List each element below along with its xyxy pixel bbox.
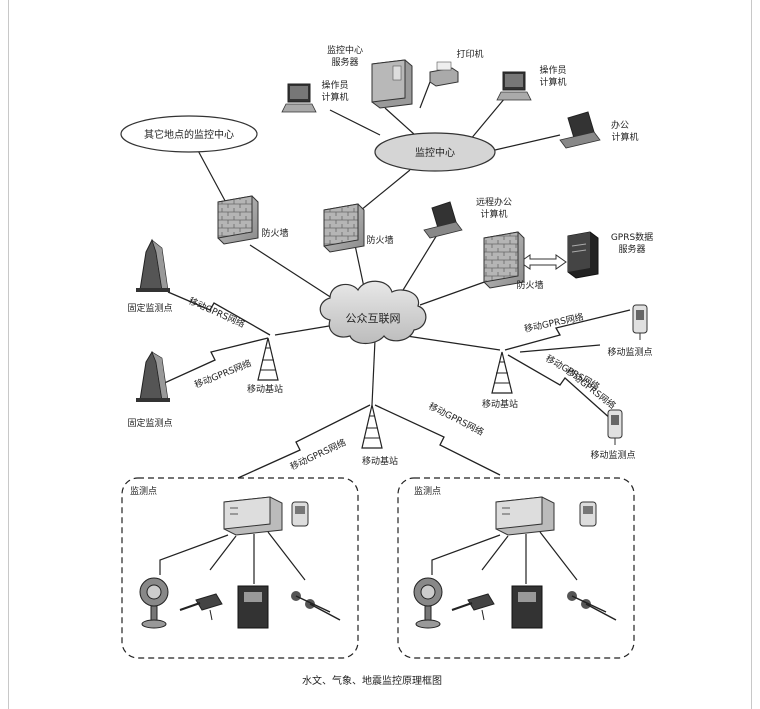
mobile-device-icon: [607, 409, 623, 445]
remote-office-label-1: 远程办公: [476, 196, 512, 208]
gprs-server-label-1: GPRS数据: [611, 231, 653, 243]
other-monitor-center: 其它地点的监控中心: [120, 115, 258, 153]
sensor-icon: [179, 593, 223, 621]
tower-icon: [361, 404, 383, 449]
other-center-label: 其它地点的监控中心: [144, 128, 234, 141]
tower-icon: [257, 337, 279, 381]
station-box-left: [121, 477, 359, 659]
operator-pc-left-label-2: 计算机: [321, 91, 348, 103]
building-icon: [136, 350, 170, 402]
laptop-icon: [423, 201, 463, 239]
diagram-caption: 水文、气象、地震监控原理框图: [302, 674, 442, 687]
cloud-icon: [319, 280, 427, 345]
gprs-link-label-1: 移动GPRS网络: [187, 295, 247, 331]
server-label-1: 监控中心: [327, 44, 363, 56]
double-arrow-icon: [519, 254, 567, 270]
firewall-icon: [483, 231, 525, 289]
remote-office-label-2: 计算机: [480, 208, 507, 220]
firewall-icon: [217, 195, 259, 245]
probe-sensors-icon: [567, 591, 617, 621]
firewall-1-label: 防火墙: [261, 227, 288, 239]
gprs-link-label-2: 移动GPRS网络: [193, 357, 253, 391]
diagram-frame: [8, 0, 752, 709]
base-station-center-label: 移动基站: [362, 455, 398, 467]
printer-icon: [429, 61, 459, 87]
probe-sensors-icon: [291, 591, 341, 621]
station-equipment-right: [413, 496, 617, 629]
station-left-label: 监测点: [130, 485, 157, 497]
station-box-right: [397, 477, 635, 659]
phone-icon: [291, 501, 309, 527]
computer-icon: [281, 83, 317, 113]
sensor-icon: [451, 593, 495, 621]
monitor-center: 监控中心: [374, 132, 496, 172]
building-icon: [136, 238, 170, 292]
station-equipment-left: [139, 496, 341, 629]
server-tower-icon: [567, 231, 599, 279]
mobile-point-1-label: 移动监测点: [607, 346, 652, 358]
firewall-icon: [323, 203, 365, 253]
firewall-3-label: 防火墙: [516, 279, 543, 291]
internet-label: 公众互联网: [346, 312, 401, 325]
connection-lines: [194, 81, 561, 406]
gprs-link-label-7: 移动GPRS网络: [563, 365, 618, 412]
fixed-point-2-label: 固定监测点: [127, 417, 172, 429]
meter-box-icon: [511, 585, 543, 629]
server-label-2: 服务器: [331, 56, 358, 68]
data-logger-icon: [495, 496, 555, 536]
server-icon: [371, 59, 413, 109]
flowmeter-icon: [413, 577, 443, 629]
laptop-icon: [559, 111, 601, 149]
base-station-right-label: 移动基站: [482, 398, 518, 410]
monitor-center-label: 监控中心: [415, 146, 455, 159]
operator-pc-right-label-1: 操作员: [539, 64, 566, 76]
tower-icon: [491, 351, 513, 394]
office-pc-label-2: 计算机: [611, 131, 638, 143]
flowmeter-icon: [139, 577, 169, 629]
fixed-point-1-label: 固定监测点: [127, 302, 172, 314]
firewall-2-label: 防火墙: [366, 234, 393, 246]
gprs-links: [159, 291, 631, 479]
operator-pc-right-label-2: 计算机: [539, 76, 566, 88]
gprs-link-label-5: 移动GPRS网络: [523, 311, 585, 335]
station-right-label: 监测点: [414, 485, 441, 497]
operator-pc-left-label-1: 操作员: [321, 79, 348, 91]
base-station-left-label: 移动基站: [247, 383, 283, 395]
computer-icon: [496, 71, 532, 101]
office-pc-label-1: 办公: [611, 119, 629, 131]
meter-box-icon: [237, 585, 269, 629]
gprs-server-label-2: 服务器: [618, 243, 645, 255]
printer-label: 打印机: [456, 48, 483, 60]
data-logger-icon: [223, 496, 283, 536]
mobile-point-2-label: 移动监测点: [590, 449, 635, 461]
mobile-device-icon: [632, 304, 648, 340]
phone-icon: [579, 501, 597, 527]
